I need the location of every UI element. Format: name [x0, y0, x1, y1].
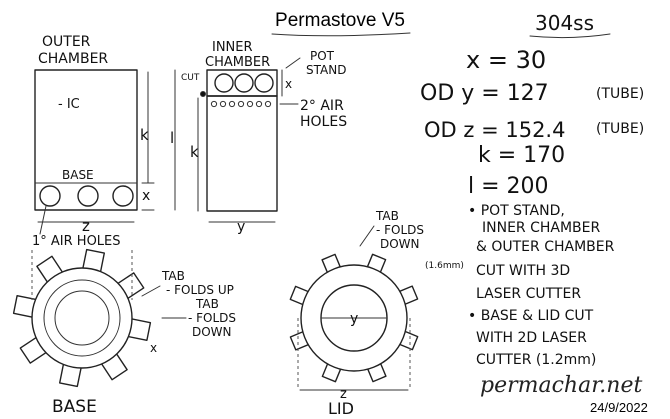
outer-x-label: x	[142, 188, 150, 204]
inner-heading-2: CHAMBER	[205, 55, 270, 70]
material-label: 304ss	[535, 11, 594, 35]
secondary-air-hole	[246, 100, 254, 108]
sketch-date: 24/9/2022	[590, 400, 648, 415]
lid-tab-pointer	[359, 225, 375, 247]
cut-label: CUT	[181, 73, 200, 83]
lid-tab-3: DOWN	[380, 237, 420, 251]
title-underline	[271, 32, 411, 37]
base-centre-ring	[54, 290, 110, 346]
base-tab-down-3: DOWN	[192, 325, 232, 339]
base-label: BASE	[52, 397, 97, 417]
outer-heading-2: CHAMBER	[38, 51, 108, 67]
secondary-air-hole	[237, 100, 245, 108]
secondary-air-hole	[255, 100, 263, 108]
outer-ic-label: - IC	[58, 97, 80, 112]
pot-stand-cutout	[234, 73, 254, 93]
note-1-line-3: & OUTER CHAMBER	[476, 239, 615, 255]
material-underline	[529, 33, 611, 39]
inner-chamber: INNER CHAMBER POT STAND CUT x k y 2° AIR…	[181, 40, 347, 235]
dim-y: OD y = 127	[420, 81, 549, 106]
dim-y-note: (TUBE)	[596, 86, 644, 102]
primary-air-hole	[39, 185, 61, 207]
note-2-line-1: • BASE & LID CUT	[468, 308, 594, 324]
tab-up-pointer	[141, 285, 161, 297]
cut-marker	[200, 91, 206, 97]
primary-air-hole	[112, 185, 134, 207]
base-tab-down-2: - FOLDS	[188, 311, 236, 325]
outer-base-label: BASE	[62, 168, 94, 182]
secondary-air-hole	[228, 100, 236, 108]
inner-k-label: k	[190, 143, 199, 161]
dim-z: OD z = 152.4	[424, 118, 565, 142]
base-tab-up-2: - FOLDS UP	[166, 283, 234, 297]
inner-heading-1: INNER	[212, 40, 253, 55]
base-inner-ring	[43, 279, 121, 357]
inner-x-label: x	[285, 77, 292, 91]
page-title: Permastove V5	[275, 10, 405, 31]
lid-y-label: y	[350, 311, 358, 327]
secondary-air-hole	[219, 100, 227, 108]
outer-chamber: OUTER CHAMBER - IC BASE k x l z 1° AIR H…	[32, 34, 176, 249]
base-disc	[31, 267, 133, 369]
dim-x: x = 30	[466, 46, 546, 74]
base-tab-down-1: TAB	[195, 297, 219, 311]
base-tab-up-1: TAB	[161, 269, 185, 283]
primary-air-hole	[77, 185, 99, 207]
lid-tab-1: TAB	[375, 209, 399, 223]
outer-l-label: l	[170, 129, 174, 147]
secondary-air-label-2: HOLES	[300, 114, 347, 130]
note-2-line-3: CUTTER (1.2mm)	[476, 352, 596, 368]
pot-stand-cutout	[254, 73, 274, 93]
outer-chamber-body	[34, 69, 138, 211]
pot-stand-cutout	[214, 73, 234, 93]
lid-inner-circle	[320, 284, 388, 352]
inner-chamber-body	[206, 95, 278, 212]
lid-top-view: y z LID TAB - FOLDS DOWN	[289, 209, 424, 418]
dim-z-note: (TUBE)	[596, 121, 644, 137]
note-2-line-2: WITH 2D LASER	[476, 330, 587, 346]
secondary-air-hole	[264, 100, 272, 108]
note-1-line-4: CUT WITH 3D	[476, 263, 570, 279]
outer-z-label: z	[82, 217, 90, 235]
pot-stand-label-1: POT	[310, 49, 335, 63]
primary-air-holes-label: 1° AIR HOLES	[32, 234, 121, 249]
secondary-air-label-1: 2° AIR	[300, 98, 344, 114]
dim-l: l = 200	[468, 174, 549, 199]
thickness-note: (1.6mm)	[425, 261, 464, 271]
pot-stand-label-2: STAND	[306, 63, 346, 77]
lid-tab-2: - FOLDS	[376, 223, 424, 237]
base-x-label: x	[150, 341, 157, 355]
brand-watermark: permachar.net	[480, 373, 642, 398]
outer-heading-1: OUTER	[42, 34, 91, 50]
specifications: 304ss x = 30 OD y = 127 (TUBE) OD z = 15…	[420, 11, 648, 415]
note-1-line-2: INNER CHAMBER	[482, 220, 601, 236]
lid-z-label: z	[340, 387, 347, 402]
base-top-view: BASE TAB - FOLDS UP TAB - FOLDS DOWN x	[12, 248, 236, 417]
lid-label: LID	[328, 399, 354, 418]
inner-y-label: y	[237, 219, 245, 235]
air-holes-pointer	[39, 205, 47, 235]
note-1-line-5: LASER CUTTER	[476, 286, 581, 302]
outer-k-label: k	[140, 126, 149, 144]
secondary-air-hole	[210, 100, 218, 108]
dim-k: k = 170	[478, 143, 565, 168]
note-1-line-1: • POT STAND,	[468, 203, 565, 219]
pot-stand-pointer	[285, 57, 301, 69]
